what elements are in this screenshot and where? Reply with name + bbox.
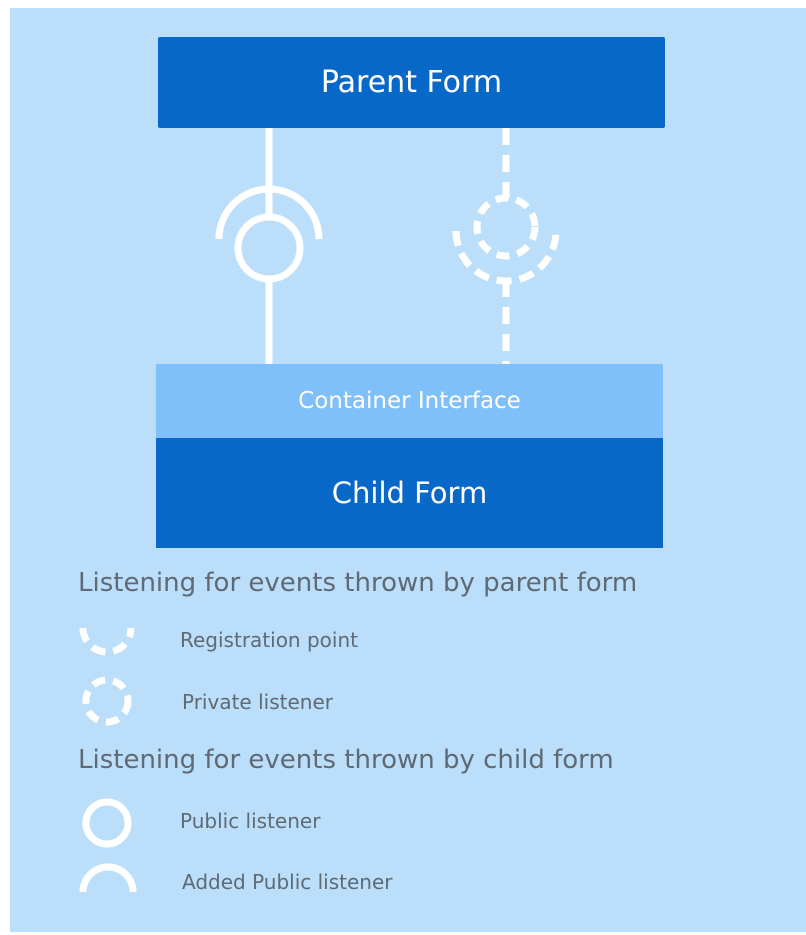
private-listener-circle [473,194,539,260]
added-public-listener-icon [79,863,137,893]
added-public-listener-arc [215,185,323,240]
child-form-label: Child Form [331,476,488,510]
container-interface-box: Container Interface [156,364,663,438]
registration-point-icon [79,627,135,656]
legend-heading-child: Listening for events thrown by child for… [78,745,614,775]
connector-graphics [215,128,560,364]
private-listener-icon [82,676,132,726]
legend-heading-parent: Listening for events thrown by parent fo… [78,568,638,598]
legend-label-private-listener: Private listener [182,690,333,714]
container-interface-label: Container Interface [298,388,521,414]
legend-label-public-listener: Public listener [180,809,321,833]
legend-label-added-public-listener: Added Public listener [182,870,393,894]
parent-form-box: Parent Form [158,37,665,128]
public-listener-circle [234,213,304,283]
parent-form-label: Parent Form [320,65,503,100]
legend-label-registration-point: Registration point [180,628,358,652]
diagram-canvas: Parent Form Container Interface Child Fo… [10,8,806,932]
public-listener-icon [82,798,132,848]
child-form-box: Child Form [156,438,663,548]
